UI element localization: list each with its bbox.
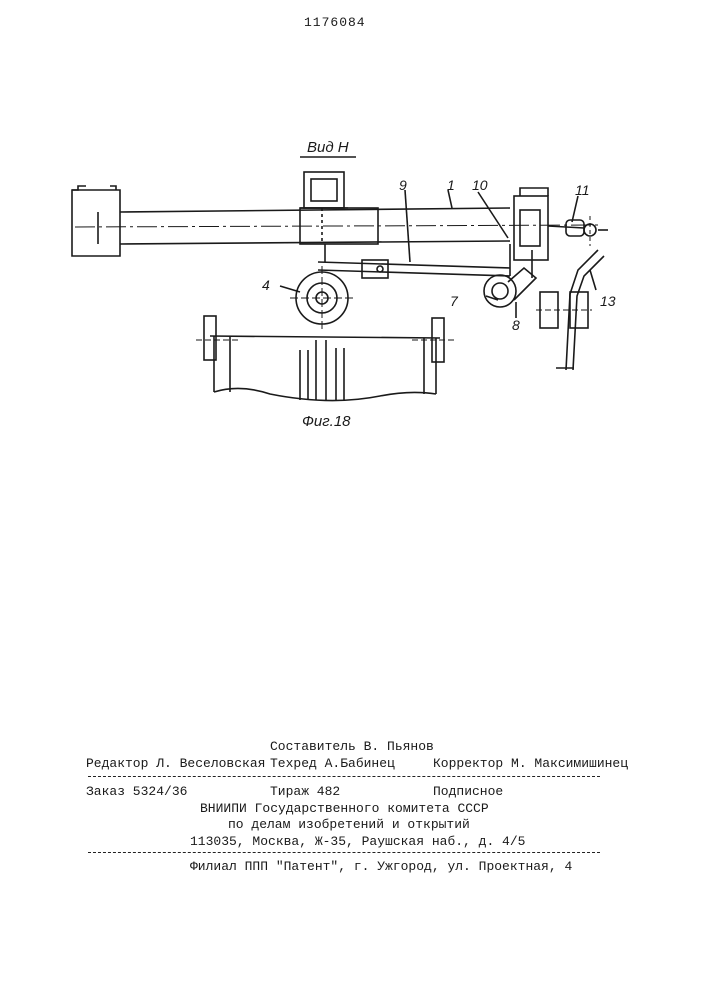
editor: Редактор Л. Веселовская <box>86 757 265 770</box>
wheel-4-mid <box>307 283 337 313</box>
callout-11: 11 <box>575 183 590 197</box>
callout-9: 9 <box>399 178 407 192</box>
callout-13: 13 <box>600 294 616 308</box>
callout-1: 1 <box>447 178 455 192</box>
callout-10: 10 <box>472 178 488 192</box>
post-left <box>300 350 308 400</box>
org-line-1: ВНИИПИ Государственного комитета СССР <box>200 802 489 815</box>
techred: Техред А.Бабинец <box>270 757 395 770</box>
address: 113035, Москва, Ж-35, Раушская наб., д. … <box>190 835 525 848</box>
branch: Филиал ППП "Патент", г. Ужгород, ул. Про… <box>190 860 572 873</box>
top-box <box>304 172 344 208</box>
callout-8: 8 <box>512 318 520 332</box>
callout-7: 7 <box>450 294 458 308</box>
order: Заказ 5324/36 <box>86 785 187 798</box>
view-label: Вид Н <box>307 140 349 155</box>
right-bracket <box>514 196 548 260</box>
lower-frame-right <box>424 338 436 394</box>
post-right <box>336 348 344 400</box>
technical-drawing <box>0 0 707 440</box>
org-line-2: по делам изобретений и открытий <box>228 818 470 831</box>
linkage-rod <box>318 262 510 268</box>
figure-label: Фиг.18 <box>302 414 351 429</box>
divider-1 <box>88 776 600 777</box>
lower-frame-top <box>210 336 440 338</box>
corrector: Корректор М. Максимишинец <box>433 757 628 770</box>
lower-frame-break <box>214 388 436 400</box>
left-end-fitting <box>72 190 120 256</box>
beam-centerline <box>75 225 600 227</box>
divider-2 <box>88 852 600 853</box>
right-bracket-inner <box>520 210 540 246</box>
composer: Составитель В. Пьянов <box>270 740 434 753</box>
roller-7-inner <box>492 283 508 299</box>
top-box-inner <box>311 179 337 201</box>
subscription: Подписное <box>433 785 503 798</box>
callout-4: 4 <box>262 278 270 292</box>
circulation: Тираж 482 <box>270 785 340 798</box>
